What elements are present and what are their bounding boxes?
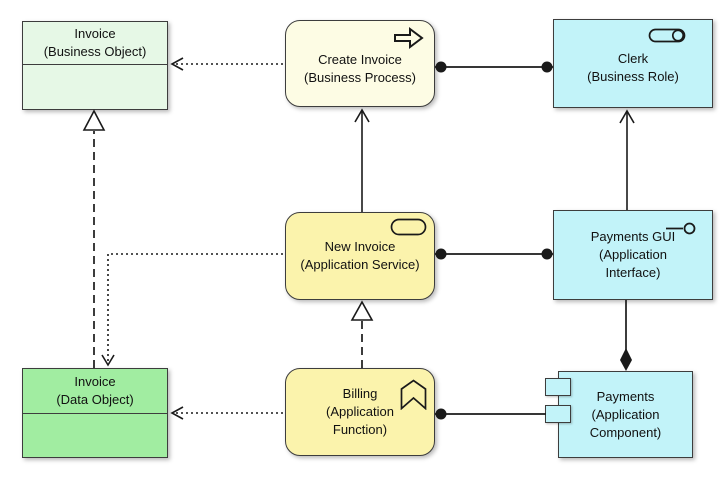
business-role-icon xyxy=(648,28,686,43)
node-create-invoice[interactable]: Create Invoice (Business Process) xyxy=(285,20,435,107)
node-label: Billing (Application Function) xyxy=(298,385,422,439)
node-type: (Application Function) xyxy=(326,404,394,437)
object-body-compartment xyxy=(23,65,167,109)
node-type: (Business Object) xyxy=(43,44,147,59)
node-payments[interactable]: Payments (Application Component) xyxy=(545,371,693,458)
realization-data-object-to-business-object xyxy=(82,109,106,368)
node-type: (Data Object) xyxy=(56,392,134,407)
node-label: Create Invoice (Business Process) xyxy=(304,51,416,87)
node-name: Payments GUI xyxy=(590,229,676,244)
node-name: Invoice xyxy=(74,374,116,389)
assignment-billing-payments xyxy=(435,408,546,420)
application-service-icon xyxy=(390,218,427,236)
application-function-icon xyxy=(400,379,427,410)
component-tab-icon xyxy=(545,378,571,396)
node-name: New Invoice xyxy=(324,239,396,254)
node-invoice-business-object[interactable]: Invoice (Business Object) xyxy=(22,21,168,110)
realization-billing-to-new-invoice xyxy=(350,300,374,368)
object-title-compartment: Invoice (Business Object) xyxy=(23,22,167,65)
node-name: Clerk xyxy=(617,50,649,66)
composition-payments-gui-payments xyxy=(620,300,632,371)
node-billing[interactable]: Billing (Application Function) xyxy=(285,368,435,456)
node-name: Invoice xyxy=(74,26,116,41)
assignment-new-invoice-payments-gui xyxy=(435,248,553,260)
node-type: (Business Role) xyxy=(587,68,679,84)
node-name: Create Invoice xyxy=(318,51,402,67)
node-clerk[interactable]: Clerk (Business Role) xyxy=(553,19,713,108)
serving-payments-gui-to-clerk xyxy=(619,109,635,210)
business-process-arrow-icon xyxy=(394,27,424,49)
assignment-create-invoice-clerk xyxy=(435,61,553,73)
node-label: Clerk (Business Role) xyxy=(587,50,679,86)
access-new-invoice-to-data-object xyxy=(101,253,283,367)
object-body-compartment xyxy=(23,414,167,457)
node-new-invoice[interactable]: New Invoice (Application Service) xyxy=(285,212,435,300)
application-interface-icon xyxy=(666,222,696,235)
node-name: Payments xyxy=(596,388,655,404)
node-label: Payments (Application Component) xyxy=(564,388,688,442)
component-tab-icon xyxy=(545,405,571,423)
node-label: Payments GUI (Application Interface) xyxy=(571,228,695,282)
node-type: (Application Interface) xyxy=(599,247,667,280)
serving-new-invoice-to-create-invoice xyxy=(354,108,370,212)
node-type: (Application Component) xyxy=(589,406,662,440)
node-type: (Application Service) xyxy=(300,257,420,272)
node-type: (Business Process) xyxy=(304,69,416,85)
node-name: Billing xyxy=(342,386,378,401)
node-label: New Invoice (Application Service) xyxy=(300,238,419,274)
access-create-invoice-to-business-object xyxy=(170,57,283,71)
object-title-compartment: Invoice (Data Object) xyxy=(23,369,167,414)
node-invoice-data-object[interactable]: Invoice (Data Object) xyxy=(22,368,168,458)
access-billing-to-data-object xyxy=(170,406,283,420)
node-payments-gui[interactable]: Payments GUI (Application Interface) xyxy=(553,210,713,300)
